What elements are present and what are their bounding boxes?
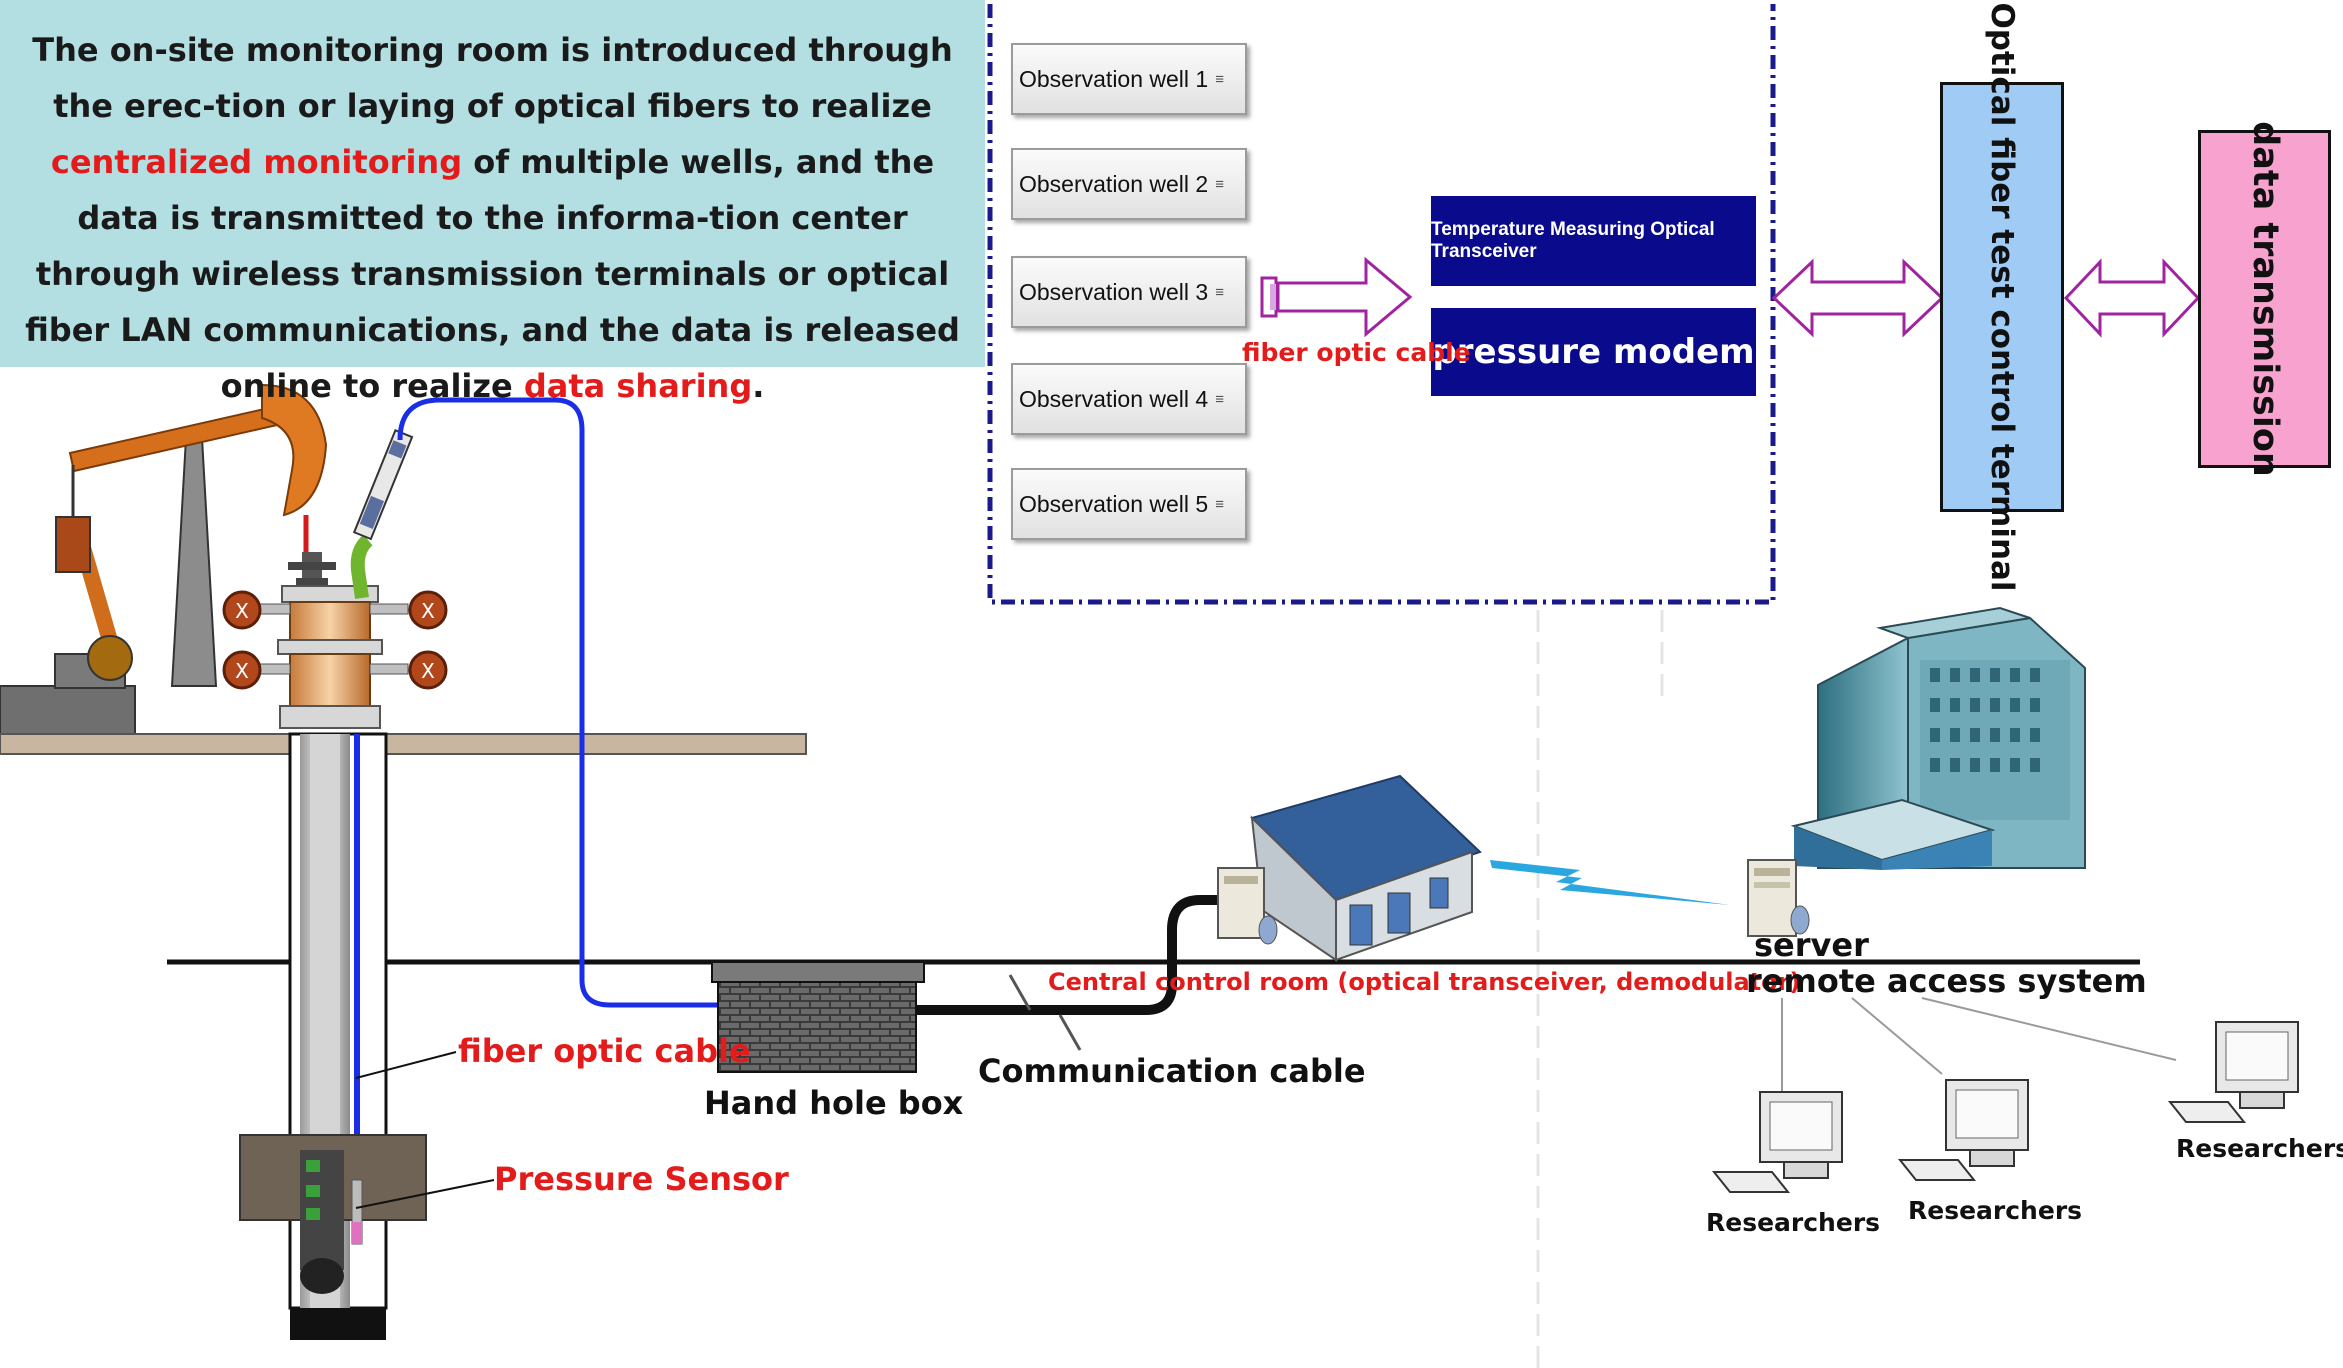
computer-icon-1 [1711,1091,1843,1193]
svg-text:X: X [421,599,435,623]
hand-hole-box-label: Hand hole box [704,1084,964,1122]
hand-hole-box [711,961,925,1073]
svg-text:X: X [235,599,249,623]
pumpjack [0,383,328,735]
observation-well-5-button[interactable]: Observation well 5 ≡ [1011,468,1247,540]
intro-highlight-centralized: centralized monitoring [50,143,463,181]
communication-cable [916,895,1224,1051]
observation-well-1-button[interactable]: Observation well 1 ≡ [1011,43,1247,115]
leader-lines [355,1051,495,1209]
wireless-link-icon [1490,860,1730,905]
double-arrow-2 [2063,258,2201,338]
remote-access-system-label: remote access system [1746,962,2147,1000]
fiber-cable-route [350,397,718,1008]
fiber-arrow [1260,256,1413,338]
ground-platform [0,733,807,755]
fiber-optic-cable-top-label: fiber optic cable [1242,338,1471,367]
document-icon: ≡ [1215,495,1224,513]
wellhead: X X X X [222,552,448,729]
intro-banner: The on-site monitoring room is introduce… [0,0,985,405]
computer-icon-2 [1897,1079,2029,1181]
computer-icon-3 [2167,1021,2299,1123]
researchers-label-2: Researchers [1908,1196,2083,1225]
observation-well-1-label: Observation well 1 [1019,65,1209,92]
control-terminal-label: Optical fiber test control terminal [1984,2,2020,592]
observation-well-3-button[interactable]: Observation well 3 ≡ [1011,256,1247,328]
well-casing [239,732,427,1340]
observation-well-3-label: Observation well 3 [1019,278,1209,305]
document-icon: ≡ [1215,70,1224,88]
network-lines [1781,997,2177,1098]
intro-highlight-sharing: data sharing [523,367,753,405]
temperature-transceiver-label: Temperature Measuring Optical Transceive… [1431,219,1715,262]
observation-well-4-button[interactable]: Observation well 4 ≡ [1011,363,1247,435]
server-label: server [1754,926,1869,964]
fiber-optic-cable-well-label: fiber optic cable [458,1032,751,1070]
researchers-label-1: Researchers [1706,1208,1881,1237]
double-arrow-1 [1771,258,1945,338]
observation-well-4-label: Observation well 4 [1019,385,1209,412]
observation-well-5-label: Observation well 5 [1019,490,1209,517]
control-room-house [1217,774,1482,962]
intro-text-3: . [752,367,765,405]
data-transmission-label: data transmission [2244,121,2285,477]
office-building [1790,606,2086,870]
pressure-sensor-label: Pressure Sensor [494,1160,789,1198]
intro-text-2: of multiple wells, and the data is trans… [25,143,960,405]
researchers-label-3: Researchers [2176,1134,2343,1163]
data-transmission-box: data transmission [2198,121,2331,477]
svg-text:X: X [421,659,435,683]
document-icon: ≡ [1215,283,1224,301]
control-terminal-box: Optical fiber test control terminal [1940,2,2064,592]
pressure-modem-box: pressure modem [1431,308,1756,396]
observation-frame [987,4,1776,605]
pressure-modem-label: pressure modem [1432,332,1755,372]
document-icon: ≡ [1215,175,1224,193]
observation-well-2-label: Observation well 2 [1019,170,1209,197]
document-icon: ≡ [1215,390,1224,408]
svg-text:X: X [235,659,249,683]
temperature-transceiver-box: Temperature Measuring Optical Transceive… [1431,196,1756,286]
intro-text: The on-site monitoring room is introduce… [32,31,953,125]
server-tower [1747,859,1810,937]
communication-cable-label: Communication cable [978,1052,1366,1090]
observation-well-2-button[interactable]: Observation well 2 ≡ [1011,148,1247,220]
central-control-room-label: Central control room (optical transceive… [1048,968,1801,996]
